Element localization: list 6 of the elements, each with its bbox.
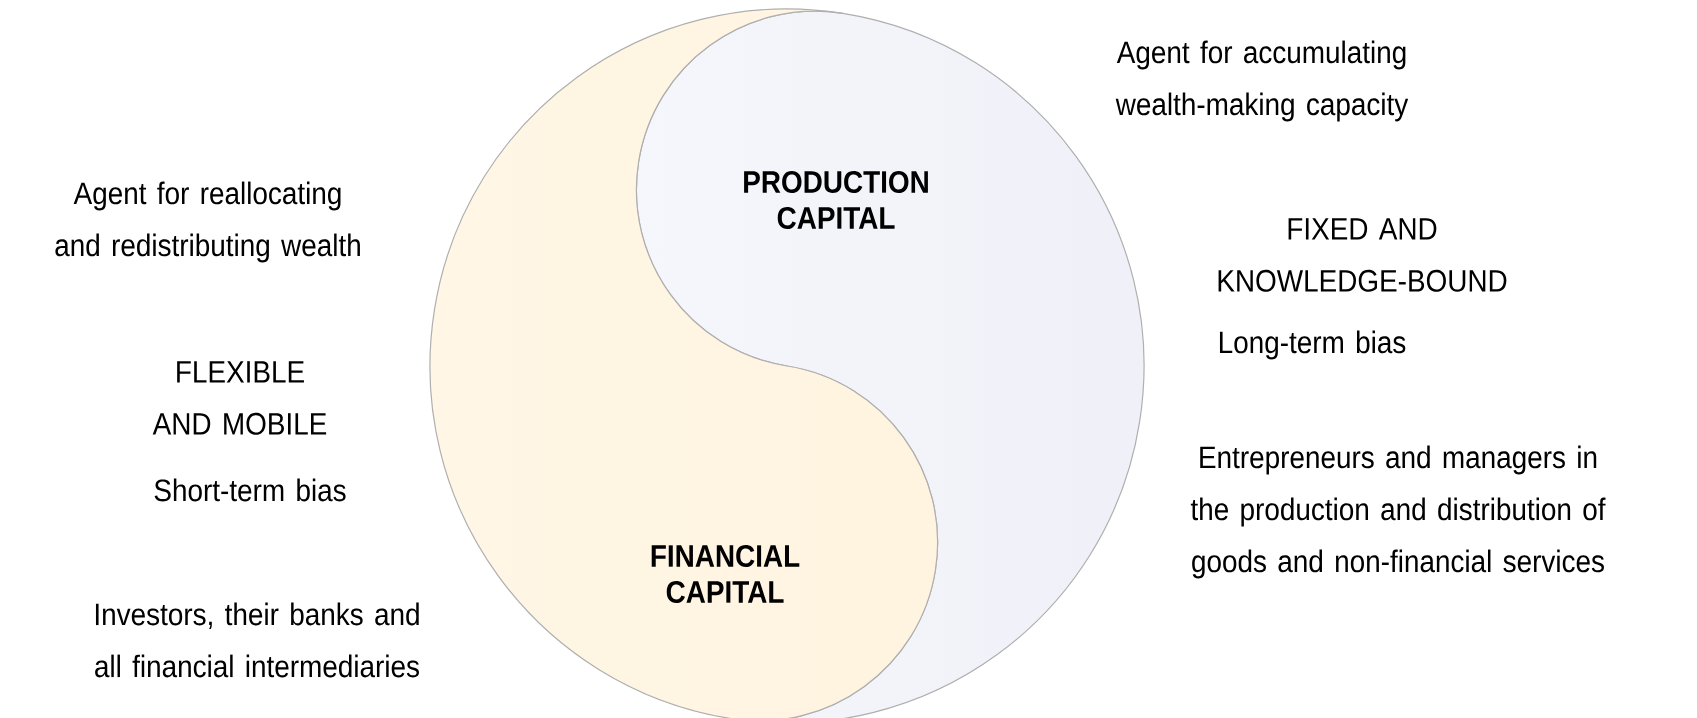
- annotation-text: FIXED AND KNOWLEDGE-BOUND: [1218, 218, 1507, 292]
- annotation-text: FLEXIBLE AND MOBILE: [152, 361, 327, 435]
- annotation-text: Short-term bias: [154, 478, 346, 502]
- annotation-text: Agent for reallocating and redistributing wealth: [55, 181, 360, 263]
- annotation-text: Entrepreneurs and managers in the production and distribution of goods and non-financial services: [1190, 445, 1606, 579]
- annotation-text: Long-term bias: [1219, 330, 1406, 360]
